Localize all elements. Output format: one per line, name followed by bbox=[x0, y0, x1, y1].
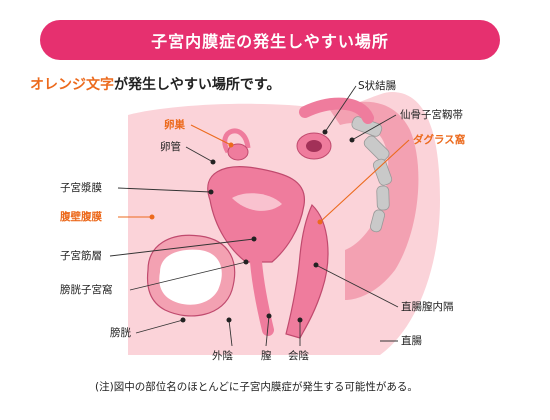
intro-text: オレンジ文字が発生しやすい場所です。 bbox=[30, 74, 280, 94]
intro-highlight: オレンジ文字 bbox=[30, 77, 114, 93]
label-fallopian-tube: 卵管 bbox=[160, 141, 181, 153]
label-vagina: 膣 bbox=[261, 350, 272, 362]
label-rectum: 直腸 bbox=[401, 335, 422, 347]
label-uterine-serosa: 子宮漿膜 bbox=[60, 182, 102, 194]
label-douglas-pouch: ダグラス窩 bbox=[413, 134, 466, 146]
label-myometrium: 子宮筋層 bbox=[60, 250, 102, 262]
label-bladder: 膀胱 bbox=[110, 327, 131, 339]
label-ovary: 卵巣 bbox=[164, 119, 185, 131]
vagina-shape bbox=[250, 256, 274, 336]
fallopian-tube-shape bbox=[222, 128, 251, 154]
sigmoid-colon bbox=[299, 97, 374, 124]
label-perineum: 会陰 bbox=[288, 350, 309, 362]
label-rectovaginal-septum: 直腸膣内隔 bbox=[401, 301, 454, 313]
title-text: 子宮内膜症の発生しやすい場所 bbox=[151, 32, 389, 51]
label-peritoneum: 腹壁腹膜 bbox=[60, 211, 102, 223]
label-sigmoid-colon: S状結腸 bbox=[358, 80, 397, 92]
title-banner: 子宮内膜症の発生しやすい場所 bbox=[40, 20, 500, 60]
intro-rest: が発生しやすい場所です。 bbox=[114, 77, 281, 93]
ovary-shape bbox=[227, 143, 249, 161]
footnote: (注)図中の部位名のほとんどに子宮内膜症が発生する可能性がある。 bbox=[95, 381, 418, 393]
label-vesicouterine-pouch: 膀胱子宮窩 bbox=[60, 284, 113, 296]
uterus-shape bbox=[207, 166, 305, 263]
label-sacrouterine-ligament: 仙骨子宮靱帯 bbox=[400, 109, 463, 121]
label-vulva: 外陰 bbox=[212, 350, 233, 362]
